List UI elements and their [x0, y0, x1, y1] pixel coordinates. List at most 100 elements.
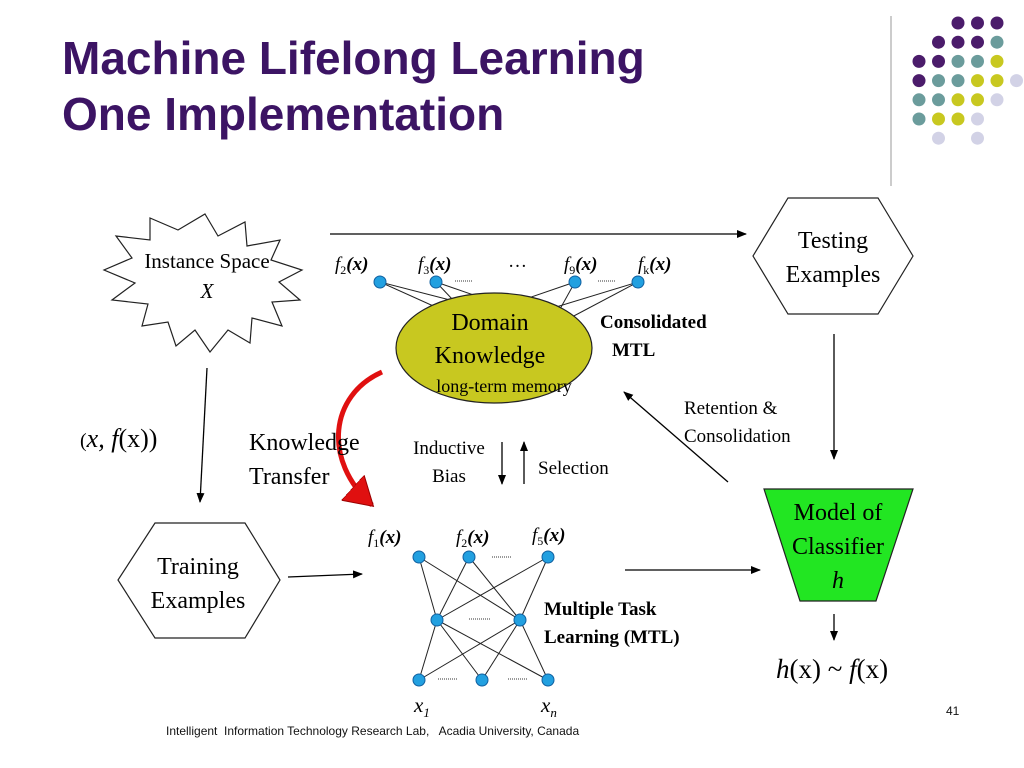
network-edge — [519, 556, 549, 621]
decorative-dot — [990, 54, 1004, 68]
arrow-retention-consolidation — [623, 391, 729, 483]
network-edge — [468, 556, 521, 621]
decorative-dot — [971, 74, 984, 88]
network-edge — [418, 619, 438, 681]
input-label-x1: x1 — [413, 693, 430, 720]
function-label-f2-top: f2(x) — [335, 254, 368, 277]
function-label-f5-bottom: f5(x) — [532, 525, 565, 548]
decorative-dot — [932, 93, 945, 107]
decorative-dot — [1010, 74, 1023, 88]
ellipsis-label: … — [508, 251, 527, 272]
domain-knowledge-line2: Knowledge — [435, 343, 546, 369]
title-line-1: Machine Lifelong Learning — [62, 32, 645, 84]
decorative-dot — [951, 16, 965, 30]
page-number: 41 — [946, 704, 960, 718]
network-edge — [436, 619, 483, 681]
decorative-dot — [971, 16, 984, 30]
hypothesis-label: h(x) ~ f(x) — [776, 654, 888, 684]
decorative-dot — [912, 93, 926, 107]
decorative-dot — [990, 16, 1004, 30]
output-node — [373, 275, 387, 289]
instance-space-starburst — [102, 213, 304, 354]
title-line-2: One Implementation — [62, 88, 505, 140]
training-label-line2: Examples — [151, 588, 246, 614]
inductive-bias-line1: Inductive — [413, 438, 485, 459]
classifier-label-line1: Model of — [794, 500, 883, 526]
decorative-dot — [951, 112, 965, 126]
network-edge — [436, 619, 549, 681]
decorative-dot — [912, 112, 926, 126]
classifier-label-line2: Classifier — [792, 534, 884, 560]
input-label-xn: xn — [540, 693, 557, 720]
knowledge-transfer-line2: Transfer — [249, 464, 329, 490]
network-edge — [436, 556, 549, 621]
network-edge — [418, 619, 521, 681]
output-node — [631, 275, 645, 289]
function-label-f1-bottom: f1(x) — [368, 527, 401, 550]
mtl-network — [412, 550, 555, 687]
decorative-dot — [932, 35, 945, 49]
decorative-dot — [932, 131, 945, 145]
output-node — [429, 275, 443, 289]
decorative-dot — [951, 74, 965, 88]
function-label-fk-top: fk(x) — [638, 254, 671, 277]
output-node — [462, 550, 476, 564]
decorative-dot — [932, 112, 945, 126]
testing-label-line1: Testing — [798, 228, 868, 254]
input-node — [412, 673, 426, 687]
decorative-dot — [932, 54, 945, 68]
decorative-dot — [951, 54, 965, 68]
output-node — [412, 550, 426, 564]
pair-label: (x, f(x)) — [80, 424, 157, 453]
knowledge-transfer-line1: Knowledge — [249, 430, 360, 456]
decorative-dot — [971, 112, 984, 126]
decorative-dot — [990, 93, 1004, 107]
selection-label: Selection — [538, 458, 609, 479]
decorative-dot — [971, 54, 984, 68]
mtl-label-line1: Multiple Task — [544, 599, 657, 620]
network-edge — [418, 556, 521, 621]
network-edge — [569, 281, 639, 319]
classifier-trapezoid — [763, 488, 914, 602]
input-node — [475, 673, 489, 687]
decorative-dot — [951, 35, 965, 49]
output-node — [541, 550, 555, 564]
decorative-dot — [990, 74, 1004, 88]
decorative-dot — [912, 54, 926, 68]
network-edge — [436, 556, 470, 621]
domain-knowledge-line3: long-term memory — [436, 376, 571, 396]
slide-title: Machine Lifelong Learning One Implementa… — [62, 30, 645, 142]
function-label-f9-top: f9(x) — [564, 254, 597, 277]
instance-space-symbol: X — [200, 279, 215, 303]
function-label-f3-top: f3(x) — [418, 254, 451, 277]
decorative-dot — [971, 35, 984, 49]
network-edge — [481, 619, 521, 681]
decorative-dot — [912, 74, 926, 88]
consolidated-mtl-line1: Consolidated — [600, 312, 707, 333]
footer-text: Intelligent Information Technology Resea… — [166, 724, 580, 738]
testing-examples-hexagon — [752, 197, 914, 315]
consolidated-mtl-line2: MTL — [612, 340, 655, 361]
training-examples-hexagon — [117, 522, 281, 639]
domain-knowledge-line1: Domain — [451, 310, 528, 336]
domain-knowledge-ellipse — [395, 292, 593, 404]
hidden-node — [430, 613, 444, 627]
knowledge-transfer-arrow — [336, 369, 384, 505]
retention-line2: Consolidation — [684, 426, 791, 447]
hidden-node — [513, 613, 527, 627]
decorative-dot — [951, 93, 965, 107]
decorative-dot — [971, 131, 984, 145]
arrow-training-to-mtl — [287, 570, 363, 579]
training-label-line1: Training — [157, 554, 239, 580]
decorative-dot — [971, 93, 984, 107]
network-edge — [519, 619, 549, 681]
decorative-dot — [932, 74, 945, 88]
decorative-dot — [990, 35, 1004, 49]
inductive-bias-line2: Bias — [432, 466, 466, 487]
input-node — [541, 673, 555, 687]
testing-label-line2: Examples — [786, 262, 881, 288]
network-edge — [418, 556, 438, 621]
arrow-instance-to-training — [196, 367, 208, 503]
decorative-dot-grid — [912, 16, 1023, 145]
